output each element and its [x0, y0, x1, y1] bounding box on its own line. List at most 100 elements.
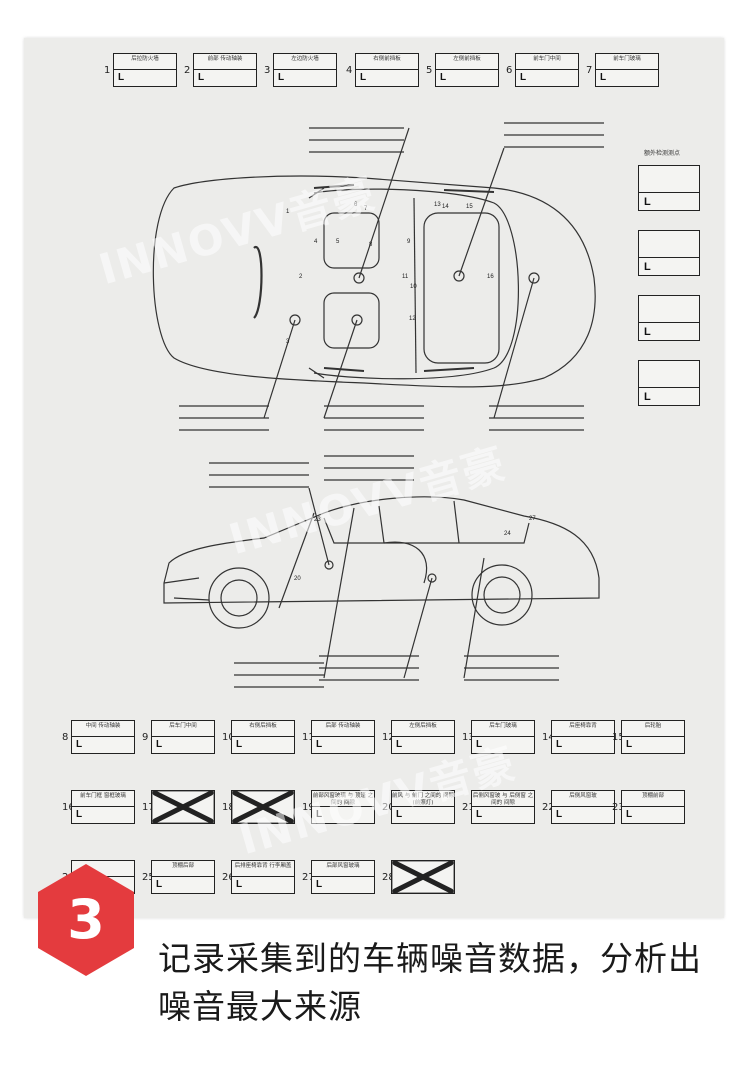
slot-number: 1	[104, 65, 111, 76]
side-record-box: L	[638, 165, 700, 211]
bottom-slot-17: 17	[142, 790, 218, 824]
slot-number: 7	[586, 65, 593, 76]
side-box-blank	[639, 296, 699, 323]
slot-label: 前部风窗玻璃 与 顶篷 之间的 间隙	[312, 793, 374, 807]
diagram-point-number: 27	[529, 516, 536, 522]
slot-number: 26	[222, 872, 235, 883]
slot-l-mark: L	[556, 809, 563, 820]
slot-box: 右侧前挡板 L	[355, 53, 419, 87]
side-box-l-mark: L	[644, 391, 651, 403]
slot-l-mark: L	[118, 72, 125, 83]
bottom-slot-18: 18	[222, 790, 298, 824]
slot-l-mark: L	[520, 72, 527, 83]
slot-number: 14	[542, 732, 555, 743]
slot-label: 右侧后挡板	[232, 721, 294, 737]
slot-l-mark: L	[316, 739, 323, 750]
diagram-point-number: 5	[336, 239, 340, 245]
slot-number: 11	[302, 732, 315, 743]
slot-number: 21	[462, 802, 475, 813]
slot-number: 15	[612, 732, 625, 743]
slot-l-mark: L	[76, 809, 83, 820]
slot-l-mark: L	[476, 739, 483, 750]
slot-label: 后排座椅靠背 行李厢盖	[232, 861, 294, 877]
slot-label: 右侧前挡板	[356, 54, 418, 70]
slot-number: 19	[302, 802, 315, 813]
diagram-point-number: 11	[402, 274, 409, 280]
diagram-point-number: 6	[354, 202, 358, 208]
diagram-point-number: 23	[314, 517, 321, 523]
slot-number: 9	[142, 732, 149, 743]
side-box-l-mark: L	[644, 326, 651, 338]
diagram-point-number: 10	[410, 284, 417, 290]
side-box-blank	[639, 166, 699, 193]
slot-label: 后车门中间	[152, 721, 214, 737]
slot-number: 5	[426, 65, 433, 76]
slot-l-mark: L	[600, 72, 607, 83]
slot-label: 后座椅靠背	[552, 721, 614, 737]
diagram-point-number: 24	[504, 531, 511, 537]
diagram-point-number: 13	[434, 202, 441, 208]
slot-number: 17	[142, 802, 155, 813]
slot-number: 23	[612, 802, 625, 813]
bottom-slot-28: 28	[382, 860, 458, 894]
slot-box: 前车门框 窗框玻璃 L	[71, 790, 135, 824]
slot-number: 28	[382, 872, 395, 883]
step-caption: 记录采集到的车辆噪音数据，分析出噪音最大来源	[158, 939, 702, 1026]
crossed-out-box	[391, 860, 455, 894]
side-record-box: L	[638, 230, 700, 276]
slot-l-mark: L	[440, 72, 447, 83]
slot-label: 前车门框 窗框玻璃	[72, 791, 134, 807]
slot-number: 20	[382, 802, 395, 813]
slot-number: 22	[542, 802, 555, 813]
slot-l-mark: L	[396, 739, 403, 750]
slot-l-mark: L	[76, 739, 83, 750]
slot-number: 6	[506, 65, 513, 76]
side-box-blank	[639, 361, 699, 388]
diagram-point-number: 2	[299, 274, 303, 280]
side-record-box: L	[638, 360, 700, 406]
slot-box: 前风 与 前门 之间的 间隙 (前照灯)L	[391, 790, 455, 824]
slot-label: 顶棚前部	[622, 791, 684, 807]
slot-l-mark: L	[236, 739, 243, 750]
slot-l-mark: L	[198, 72, 205, 83]
slot-number: 25	[142, 872, 155, 883]
slot-l-mark: L	[316, 879, 323, 890]
diagram-point-number: 1	[286, 209, 290, 215]
slot-label: 后部风窗玻璃	[312, 861, 374, 877]
slot-l-mark: L	[360, 72, 367, 83]
slot-label: 后拉防火墙	[114, 54, 176, 70]
slot-box: 后拉防火墙 L	[113, 53, 177, 87]
slot-box: 右侧后挡板 L	[231, 720, 295, 754]
slot-l-mark: L	[278, 72, 285, 83]
slot-l-mark: L	[156, 879, 163, 890]
slot-l-mark: L	[156, 739, 163, 750]
